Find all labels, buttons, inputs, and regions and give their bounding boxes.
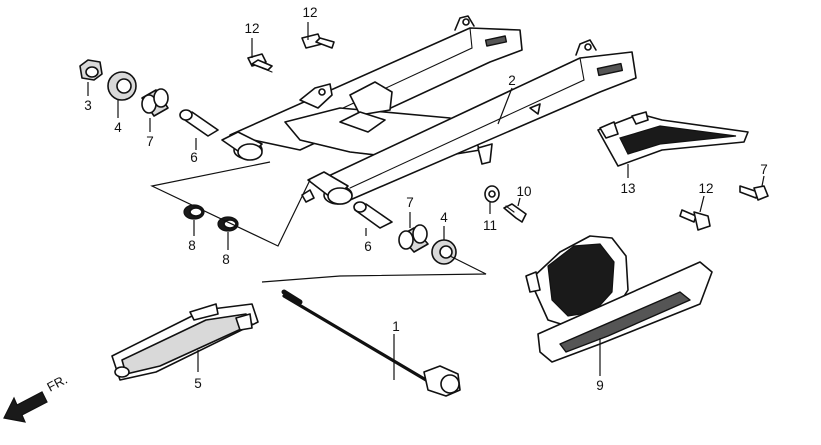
callout-5: 5: [194, 376, 202, 391]
swingarm: [221, 15, 637, 205]
bolt-10: [503, 203, 527, 223]
chain-guard-13: [597, 111, 749, 167]
bolt-7-right: [739, 185, 769, 201]
callout-12-lower-right: 12: [698, 181, 713, 196]
callout-6-left: 6: [190, 150, 198, 165]
callout-13: 13: [620, 181, 635, 196]
callout-2: 2: [508, 73, 516, 88]
callout-12-top-right: 12: [302, 5, 317, 20]
bolt-12-lower-right: [679, 209, 711, 231]
callout-1: 1: [392, 319, 400, 334]
front-arrow-icon: [3, 391, 48, 423]
oil-seal-8-upper: [183, 204, 205, 220]
front-direction-label: FR.: [44, 372, 70, 395]
callout-10: 10: [516, 184, 531, 199]
needle-bearing-right: [398, 224, 429, 253]
chain-slider-5: [111, 303, 259, 381]
bolt-12-right: [301, 33, 335, 49]
dust-seal-right: [431, 239, 457, 265]
washer-11: [484, 185, 500, 203]
pivot-nut: [79, 59, 103, 81]
callout-6-right: 6: [364, 239, 372, 254]
rear-fender-9: [525, 235, 713, 363]
callout-7-right: 7: [760, 162, 768, 177]
callout-9: 9: [596, 378, 604, 393]
callout-12-top-left: 12: [244, 21, 259, 36]
callout-11: 11: [483, 218, 497, 233]
callout-7-middle: 7: [406, 195, 414, 210]
pivot-collar-left: [179, 109, 219, 137]
pivot-collar-right: [353, 201, 393, 229]
needle-bearing-left: [141, 88, 169, 117]
callout-4-right: 4: [440, 210, 448, 225]
callout-7-left: 7: [146, 134, 154, 149]
callout-labels: 1 2 3 4 4 5 6 6 7 7 7 8 8 9 10 11 12 12 …: [84, 5, 768, 393]
callout-8-lower: 8: [222, 252, 230, 267]
oil-seal-8-lower: [217, 216, 239, 232]
assembly-lines: [150, 161, 487, 283]
dust-seal-left: [107, 71, 137, 101]
callout-4-left: 4: [114, 120, 122, 135]
front-direction-indicator: FR.: [3, 372, 70, 423]
callout-3: 3: [84, 98, 92, 113]
callout-8-upper: 8: [188, 238, 196, 253]
leader-lines: [87, 22, 765, 380]
pivot-bolt-1: [281, 289, 461, 397]
